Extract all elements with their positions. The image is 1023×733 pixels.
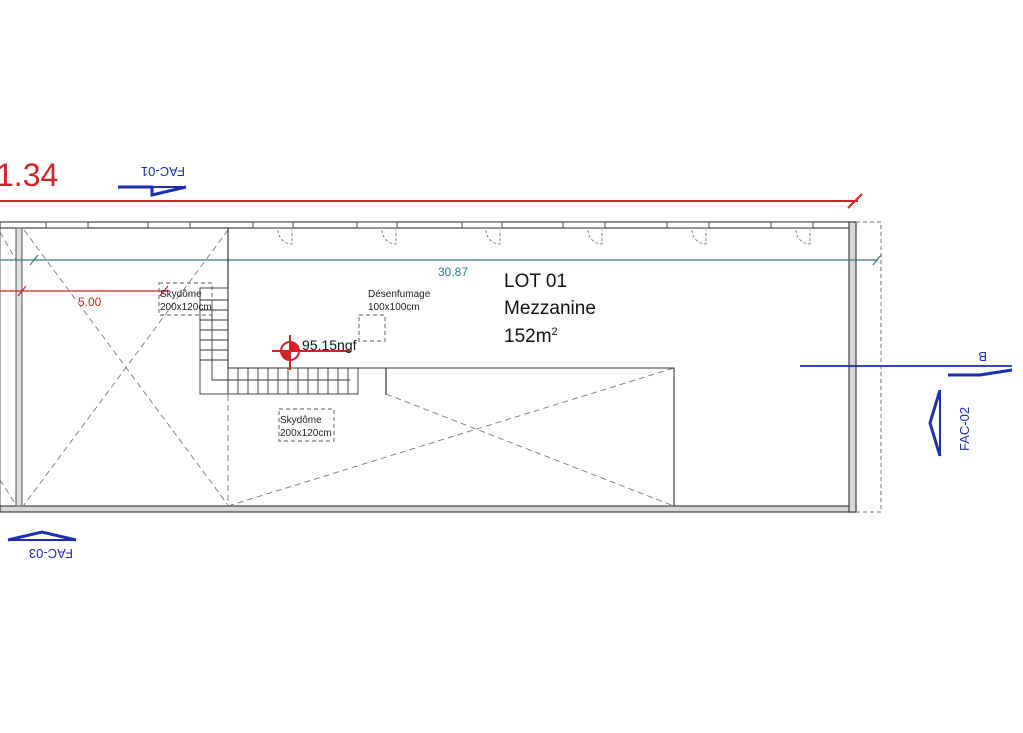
smoke-vent-size: 100x100cm	[368, 302, 420, 313]
section-marker-fac01[interactable]: FAC-01	[118, 164, 187, 197]
staircase	[199, 287, 359, 395]
inner-dimension: 30.87	[0, 254, 882, 279]
skydome-1: Skydôme 200x120cm	[158, 282, 213, 316]
skydome-1-name: Skydôme	[160, 289, 202, 300]
lot-name: LOT 01	[504, 271, 567, 292]
lot-area-value: 152m	[504, 326, 552, 347]
level-marker: 95.15ngf	[272, 335, 357, 370]
section-marker-fac03[interactable]: FAC-03	[7, 530, 77, 561]
level-marker-text: 95.15ngf	[302, 337, 357, 353]
smoke-vent-name: Désenfumage	[368, 289, 431, 300]
lot-type: Mezzanine	[504, 298, 596, 319]
section-marker-b[interactable]: B	[800, 349, 1013, 377]
void-area-right	[227, 367, 675, 507]
top-windows	[45, 221, 814, 229]
smoke-vent: Désenfumage 100x100cm	[358, 289, 431, 342]
section-fac02-label: FAC-02	[957, 407, 972, 451]
skydome-1-size: 200x120cm	[160, 302, 212, 313]
inner-dimension-text: 30.87	[438, 265, 468, 279]
lot-label: LOT 01 Mezzanine 152m2	[504, 271, 596, 347]
overall-dimension-text: 1.34	[0, 157, 58, 193]
skydome-2-size: 200x120cm	[280, 428, 332, 439]
section-marker-fac02[interactable]: FAC-02	[928, 389, 972, 457]
offset-dimension-text: 5.00	[78, 295, 102, 309]
skydome-2-name: Skydôme	[280, 415, 322, 426]
lot-area: 152m2	[504, 326, 558, 347]
lot-area-unit-sup: 2	[552, 326, 558, 338]
void-area-left	[0, 229, 229, 506]
overall-dimension: 1.34	[0, 157, 863, 209]
building-outline	[0, 221, 882, 513]
section-b-label: B	[978, 349, 987, 364]
section-fac01-label: FAC-01	[141, 164, 185, 179]
offset-dimension: 5.00	[0, 285, 170, 309]
door-swings	[277, 229, 811, 245]
section-fac03-label: FAC-03	[29, 546, 73, 561]
skydome-2: Skydôme 200x120cm	[278, 408, 335, 442]
